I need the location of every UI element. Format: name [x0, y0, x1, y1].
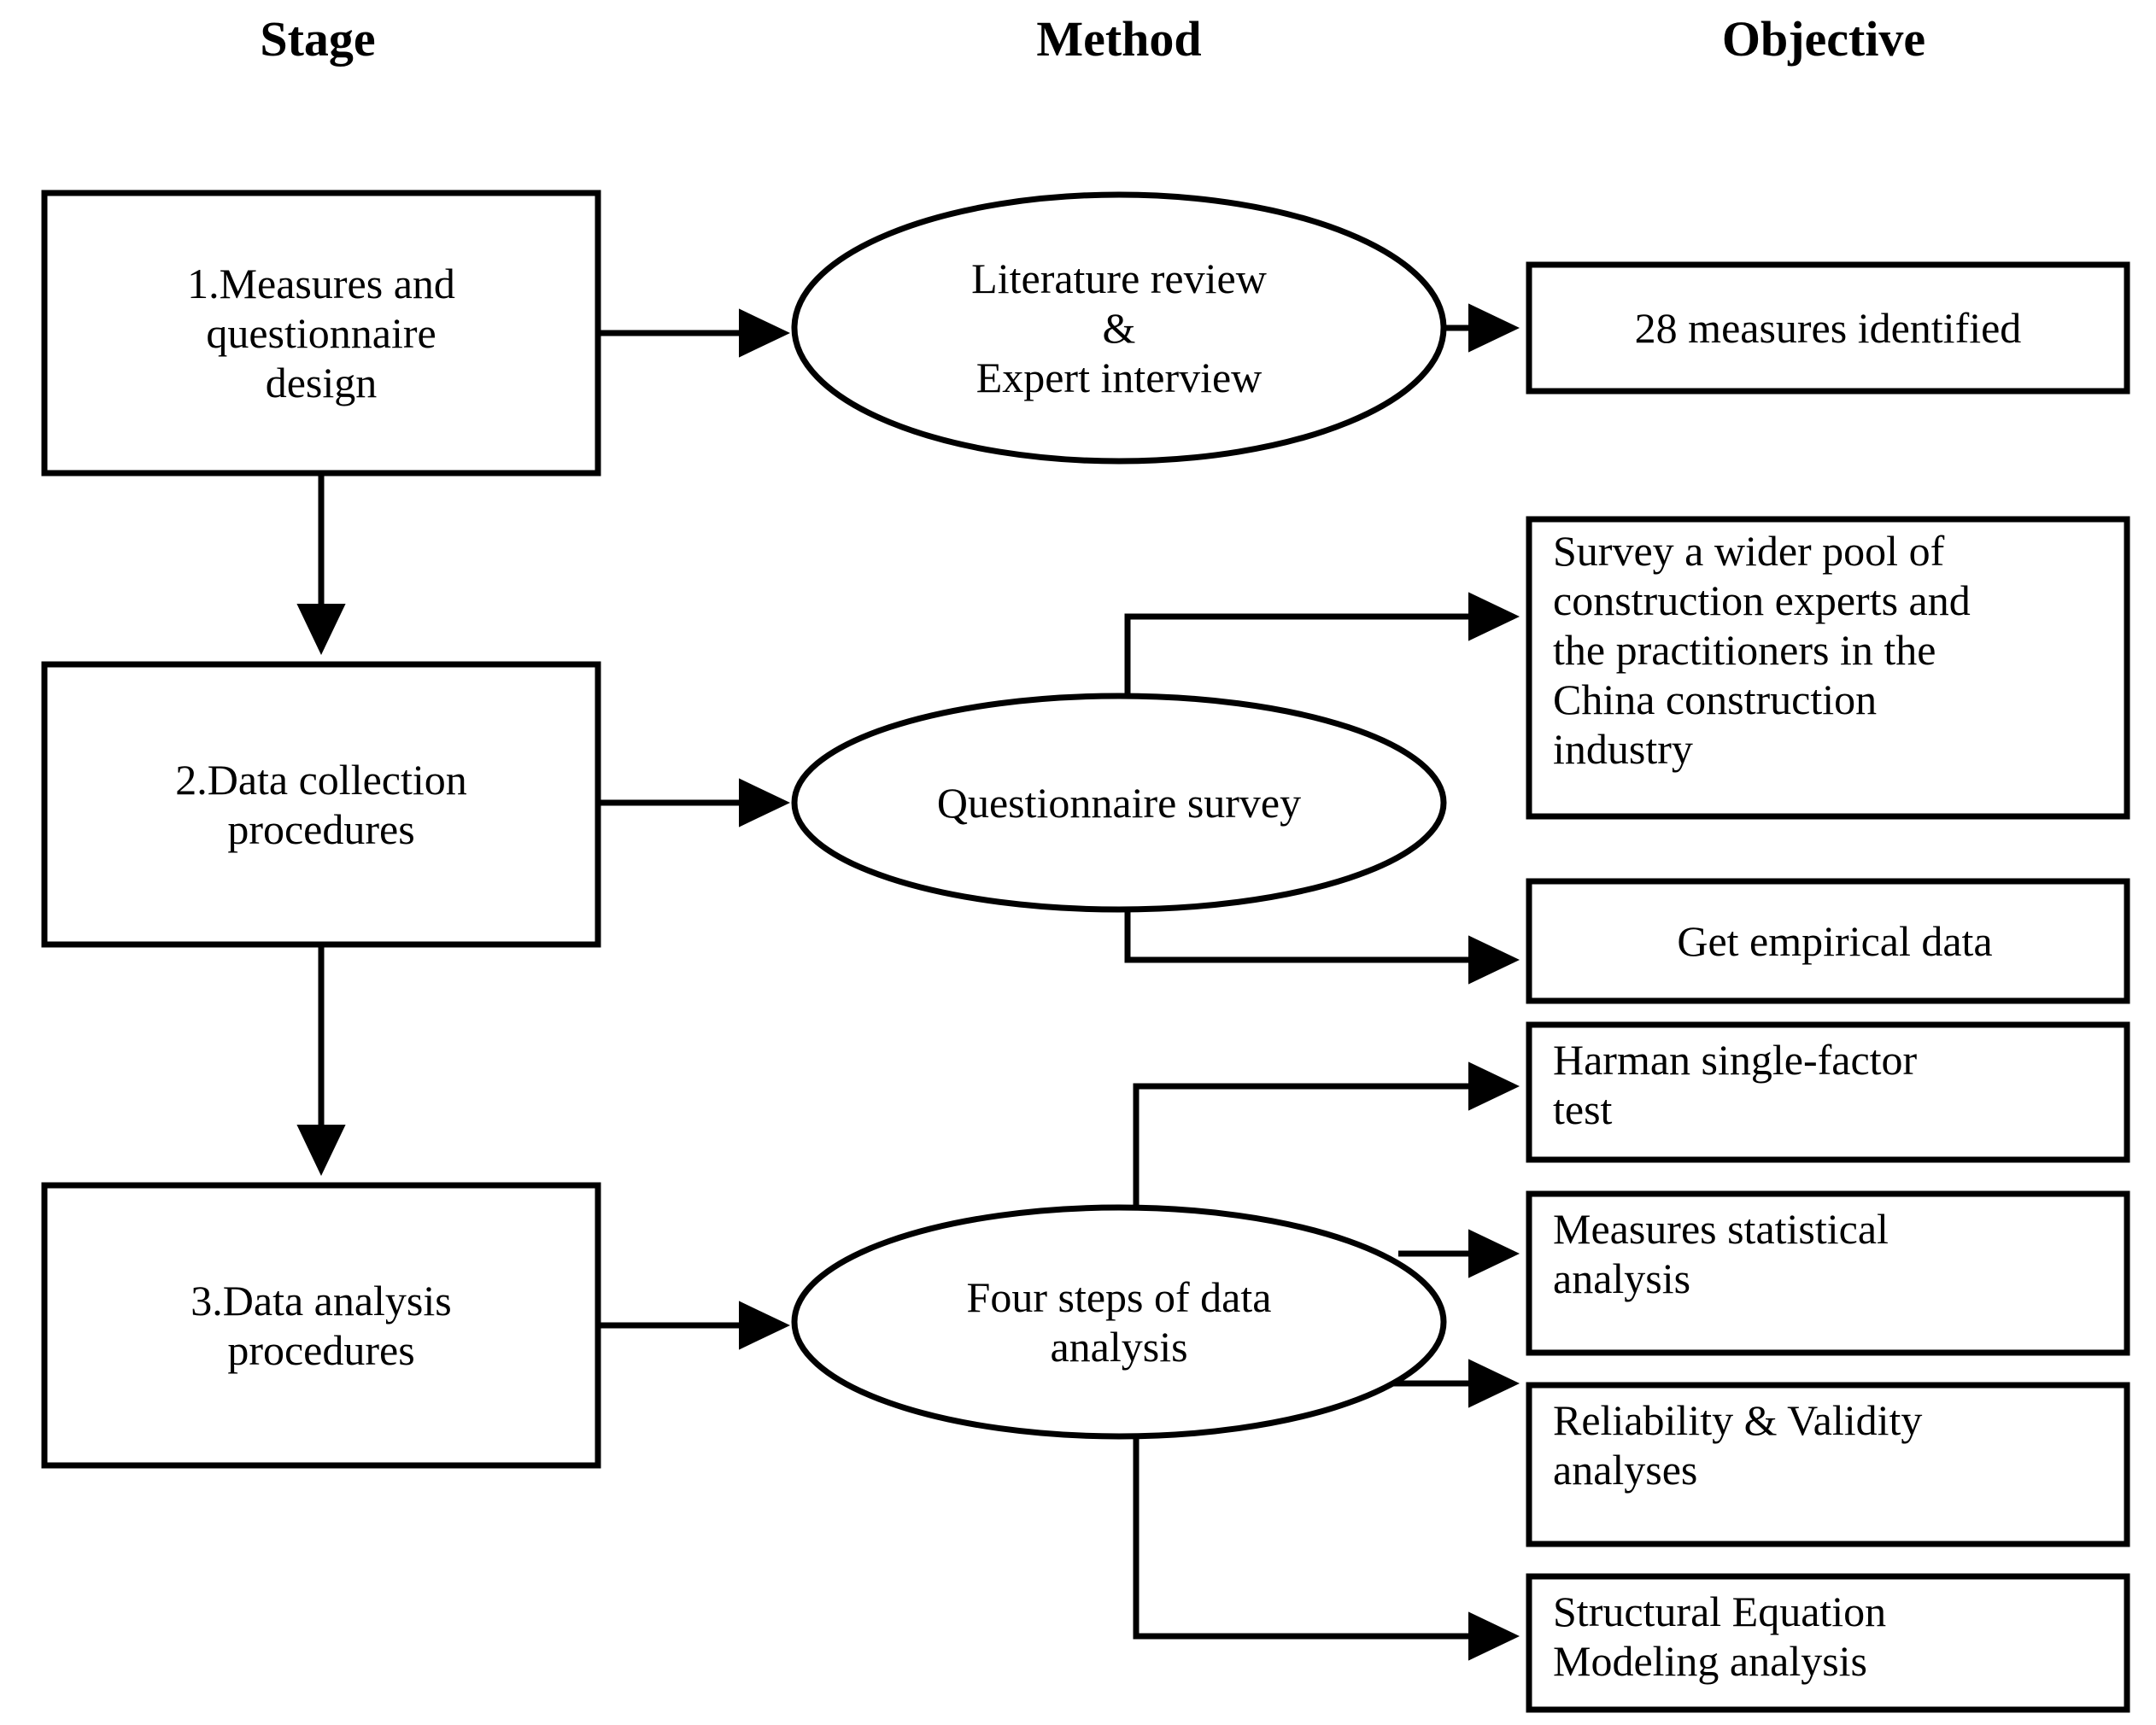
- stage-box-2[interactable]: [41, 661, 601, 948]
- objective-box-5[interactable]: [1526, 1190, 2130, 1356]
- objective-label-7: Structural Equation Modeling analysis: [1553, 1588, 1887, 1685]
- method-ellipse-3[interactable]: [791, 1204, 1447, 1440]
- objective-label-4: Harman single-factor test: [1553, 1036, 1918, 1133]
- objective-box-3[interactable]: [1526, 878, 2130, 1004]
- objective-box-7[interactable]: [1526, 1573, 2130, 1713]
- stage-label-1: 1.Measures and questionnaire design: [187, 260, 455, 406]
- column-header-objective: Objective: [1721, 11, 1926, 67]
- objective-box-4[interactable]: [1526, 1021, 2130, 1163]
- objective-label-3: Get empirical data: [1677, 917, 1993, 965]
- objective-label-1: 28 measures identified: [1634, 304, 2022, 352]
- objective-box-1[interactable]: [1526, 261, 2130, 395]
- method-label-1: Literature review & Expert interview: [971, 254, 1267, 401]
- method-ellipse-1[interactable]: [791, 191, 1447, 465]
- stage-box-3[interactable]: [41, 1182, 601, 1469]
- method-label-2: Questionnaire survey: [936, 779, 1302, 827]
- objective-box-2[interactable]: [1526, 516, 2130, 820]
- method-ellipse-2[interactable]: [791, 693, 1447, 913]
- connector-method3-to-objective7: [1133, 1418, 1520, 1661]
- stage-label-2: 2.Data collection procedures: [175, 756, 467, 853]
- method-label-3: Four steps of data analysis: [966, 1273, 1272, 1371]
- stage-box-1[interactable]: [41, 190, 601, 477]
- column-header-method: Method: [1036, 11, 1202, 67]
- objective-label-5: Measures statistical analysis: [1553, 1205, 1889, 1302]
- column-header-stage: Stage: [260, 11, 376, 67]
- stage-label-3: 3.Data analysis procedures: [190, 1277, 452, 1374]
- objective-box-6[interactable]: [1526, 1382, 2130, 1547]
- objective-label-2: Survey a wider pool of construction expe…: [1553, 527, 1971, 773]
- connector-method3-to-objective4: [1133, 1061, 1520, 1248]
- objective-label-6: Reliability & Validity analyses: [1553, 1396, 1923, 1494]
